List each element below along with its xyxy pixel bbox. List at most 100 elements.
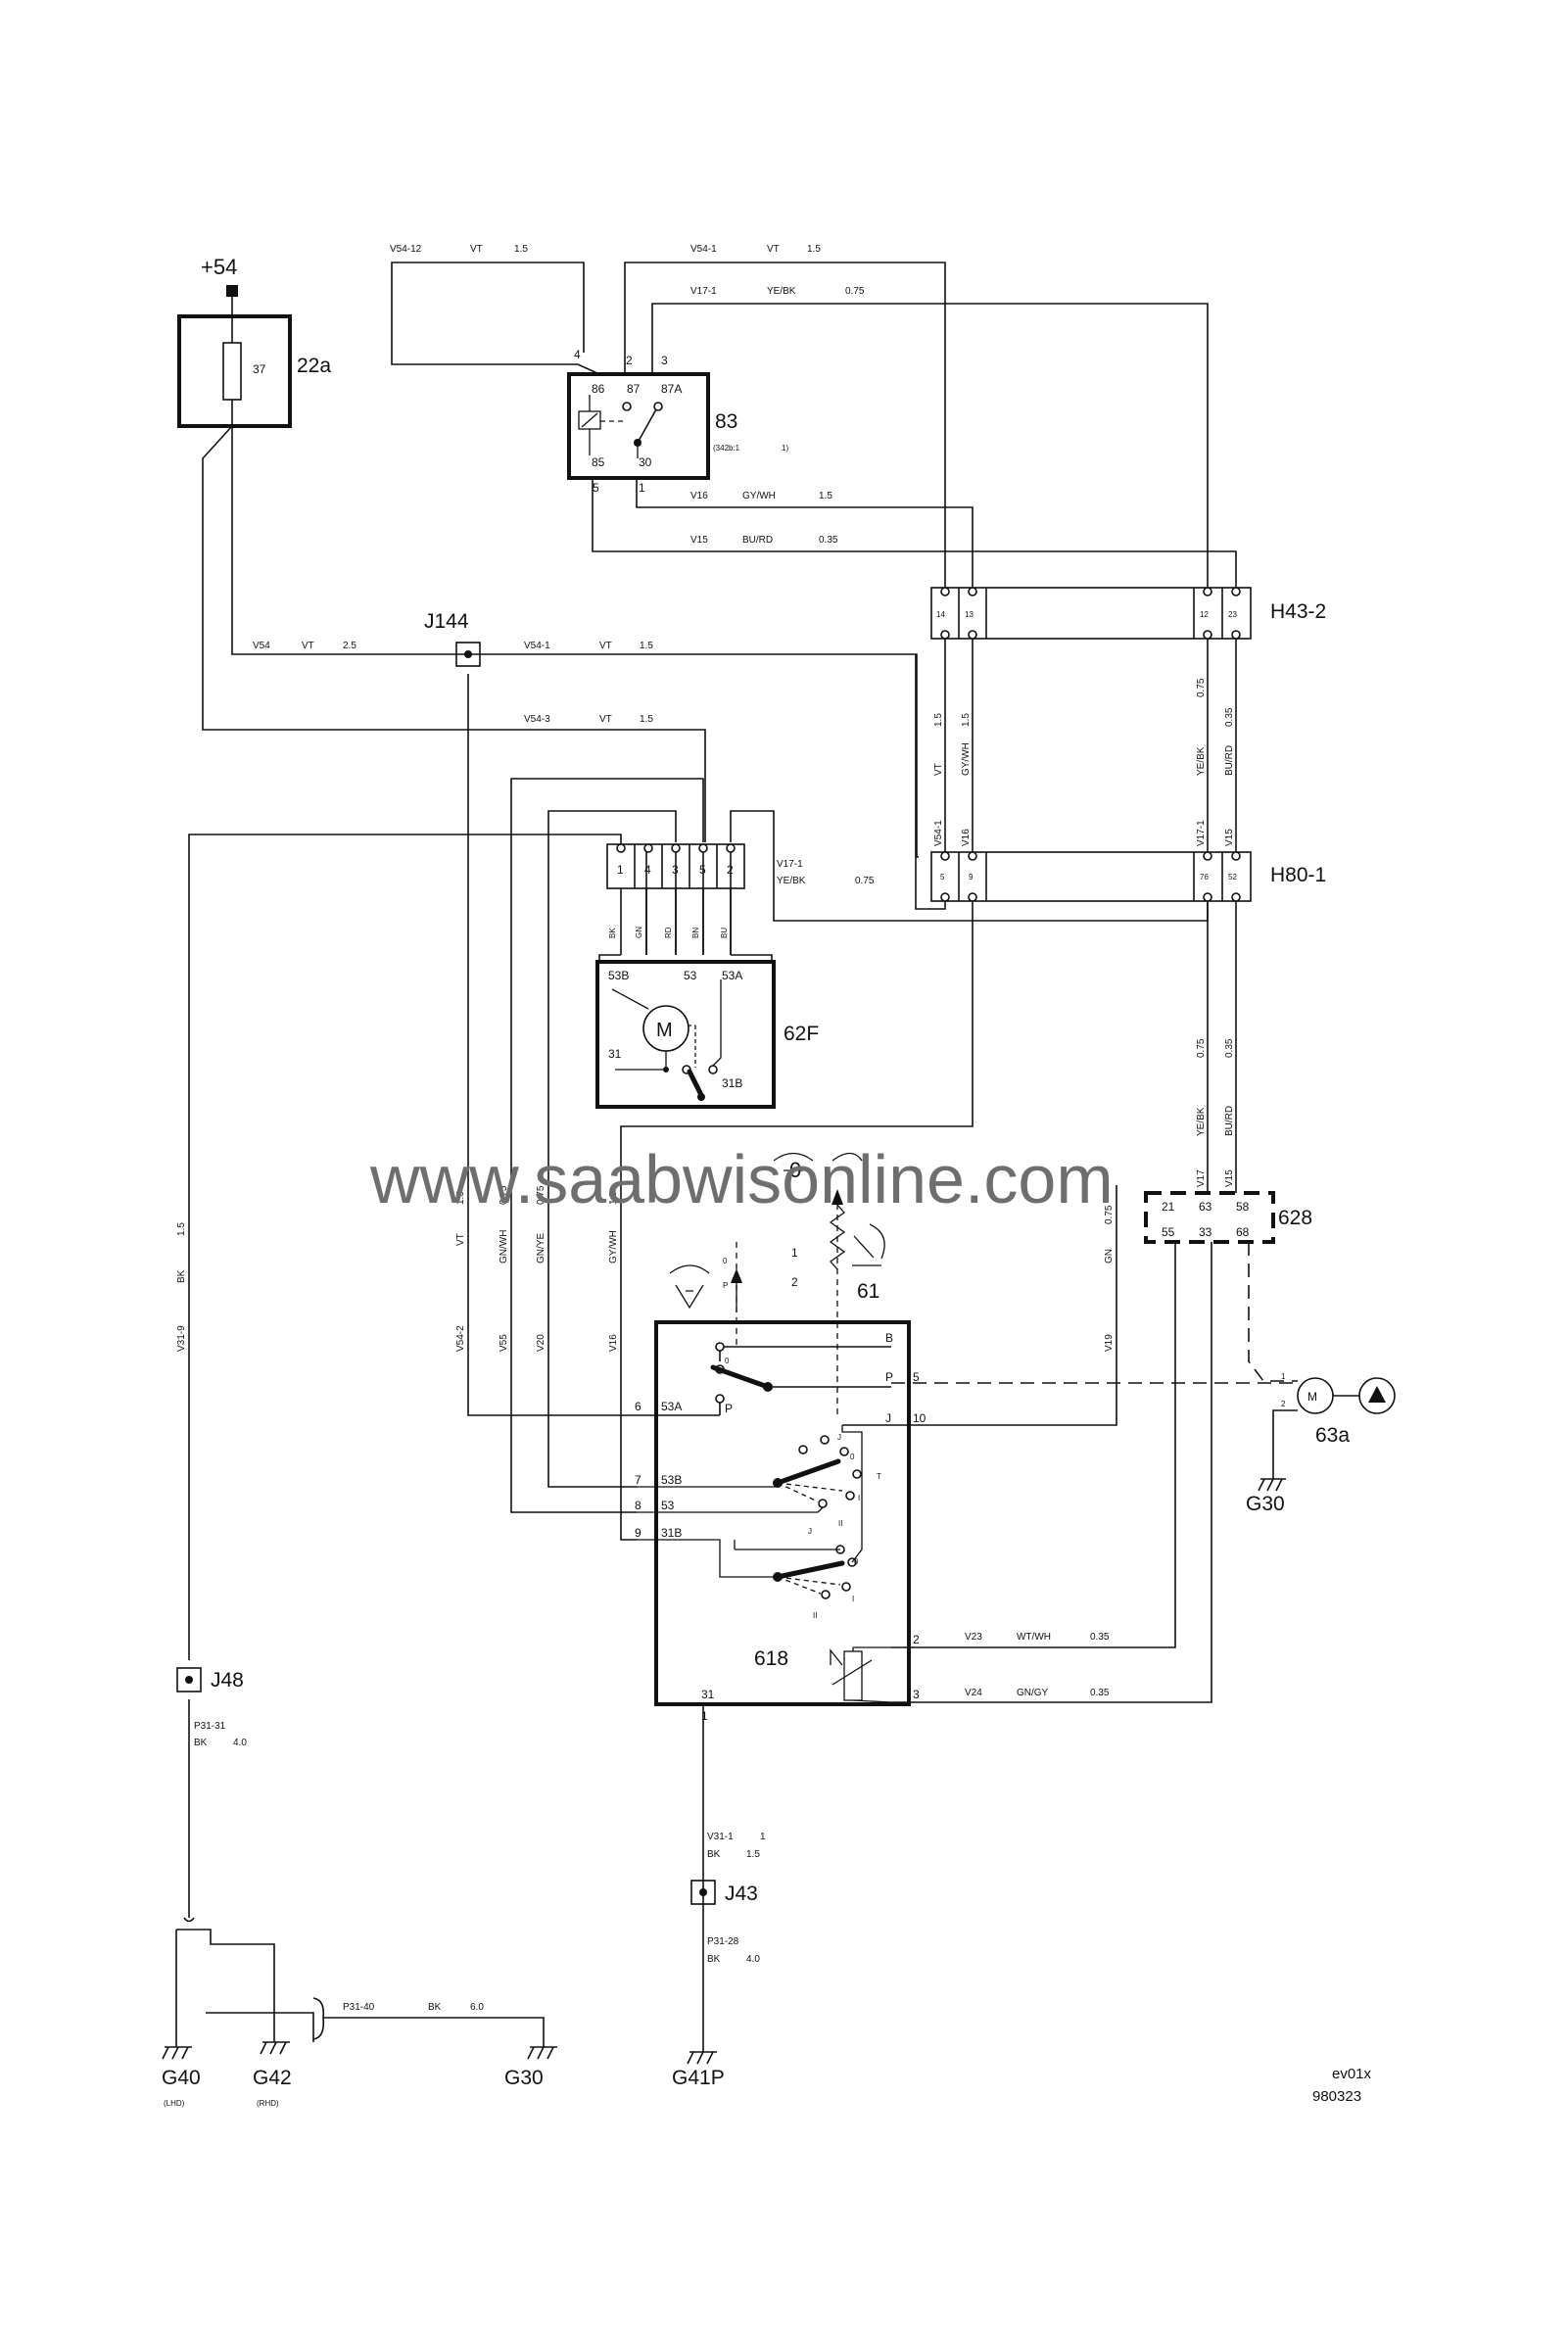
h80-outline <box>930 851 1252 902</box>
h43-outline <box>930 587 1252 640</box>
lbl-v31-1-extra: 1 <box>760 1832 766 1842</box>
j48-ref: J48 <box>211 1669 244 1692</box>
g30-pump-label: G30 <box>1246 1493 1285 1515</box>
h80-pin-52: 52 <box>1228 873 1237 882</box>
h43-h80-labels: VT 1.5 GY/WH 1.5 YE/BK 0.75 BU/RD 0.35 V… <box>933 678 1235 1187</box>
sw-pin-3: 3 <box>913 1688 920 1701</box>
pump-pin-2: 2 <box>1281 1400 1286 1408</box>
h43-wire-burd: BU/RD <box>1224 745 1235 776</box>
motor-letter: M <box>656 1020 673 1041</box>
lbl-v17-1a-size: 0.75 <box>845 286 865 297</box>
motor-conn-pin-2: 2 <box>727 863 734 877</box>
ground-g42: G42 (RHD) <box>253 2041 292 2108</box>
j43-ref: J43 <box>725 1883 758 1905</box>
lbl-v54-12-size: 1.5 <box>514 244 528 255</box>
wire-v24 <box>891 1242 1212 1703</box>
connector-h43-2: 14 13 12 23 H43-2 <box>930 587 1326 640</box>
sw1-id: V54-2 <box>455 1325 466 1352</box>
lbl-v17-1b-color: YE/BK <box>777 876 806 886</box>
lbl-v54-3-color: VT <box>599 714 612 725</box>
sw-pin-53: 53 <box>661 1499 675 1512</box>
lbl-v24-color: GN/GY <box>1017 1688 1049 1698</box>
wire-v54-12 <box>391 262 600 375</box>
lbl-v54-id: V54 <box>253 641 270 651</box>
lbl-v24-id: V24 <box>965 1688 982 1698</box>
pump-ref: 63a <box>1315 1424 1350 1447</box>
sw4-id: V16 <box>608 1334 619 1352</box>
sw3-id: V20 <box>536 1334 546 1352</box>
lbl-p31-31-id: P31-31 <box>194 1721 226 1732</box>
lbl-v54-1b-color: VT <box>599 641 612 651</box>
lbl-p31-40-size: 6.0 <box>470 2002 484 2013</box>
cu-ref: 628 <box>1278 1207 1312 1229</box>
h43-wire-burd-size: 0.35 <box>1224 707 1235 727</box>
lbl-v31-1-size: 1.5 <box>746 1849 760 1860</box>
lbl-p31-40-color: BK <box>428 2002 442 2013</box>
relay-term-5: 5 <box>593 481 599 495</box>
cu-pin-33: 33 <box>1199 1225 1212 1239</box>
h80-v15: V15 <box>1224 829 1235 846</box>
lbl-v54-size: 2.5 <box>343 641 356 651</box>
relay-note-a: (342b:1 <box>713 444 740 453</box>
lbl-v54-3-size: 1.5 <box>640 714 653 725</box>
lbl-v54-1a-color: VT <box>767 244 780 255</box>
fuse-box-22a: +54 37 22a <box>177 255 331 428</box>
wire-ground-bridge <box>175 1917 545 2047</box>
wire-v54-1-top <box>624 262 946 588</box>
sw-up-i: I <box>858 1494 860 1502</box>
sw2-color: GN/WH <box>499 1230 509 1263</box>
motor-pin-53: 53 <box>684 969 697 982</box>
g41p-label: G41P <box>672 2067 725 2089</box>
sw4-size: 1.5 <box>608 1191 619 1205</box>
wire-v31-9 <box>188 834 622 1660</box>
sw1-size: 1.5 <box>455 1191 466 1205</box>
cu-pin-55: 55 <box>1162 1225 1175 1239</box>
j144-ref: J144 <box>424 610 469 633</box>
motor-conn-pin-4: 4 <box>644 863 651 877</box>
switch-wire-labels: VT 1.5 V54-2 GN/WH 0.75 V55 GN/YE 0.75 V… <box>176 1185 1115 1352</box>
wiper-icon-top <box>773 1152 863 1171</box>
fuse-symbol <box>222 342 242 401</box>
relay-term-2: 2 <box>626 354 633 367</box>
sw-pin-8: 8 <box>635 1499 641 1512</box>
sw-pin-31b: 31B <box>661 1526 682 1540</box>
h80-v54-1: V54-1 <box>933 820 944 846</box>
relay-pin-85: 85 <box>592 455 605 469</box>
splice-j144: J144 <box>424 610 481 667</box>
fuse-box-ref: 22a <box>297 355 331 377</box>
wire-h80-5 <box>915 654 946 910</box>
cu-wire-v17: V17 <box>1196 1169 1207 1187</box>
cu-pin-63: 63 <box>1199 1200 1212 1214</box>
fuse-number: 37 <box>253 362 266 376</box>
g42-label: G42 <box>253 2067 292 2089</box>
connector-h80-1: 5 9 76 52 H80-1 <box>930 851 1326 902</box>
sw-pin-31: 31 <box>701 1688 715 1701</box>
wires <box>175 262 1298 2052</box>
motor-wire-bu: BU <box>720 928 729 938</box>
doc-date: 980323 <box>1312 2088 1361 2105</box>
cu-pin-68: 68 <box>1236 1225 1250 1239</box>
lbl-v54-3-id: V54-3 <box>524 714 550 725</box>
wire-labels: V54-12 VT 1.5 V54-1 VT 1.5 V17-1 YE/BK 0… <box>194 244 1110 2013</box>
motor-conn-pin-3: 3 <box>672 863 679 877</box>
sw-pin-9: 9 <box>635 1526 641 1540</box>
left-bk-color: BK <box>176 1269 187 1283</box>
sw-wash-p: P <box>723 1281 728 1290</box>
wire-v15 <box>592 478 1237 588</box>
j48-box <box>176 1667 202 1692</box>
relay-term-3: 3 <box>661 354 668 367</box>
switch-legend-0: 0 <box>789 1158 801 1182</box>
lbl-p31-31-color: BK <box>194 1738 208 1748</box>
motor-pin-31b: 31B <box>722 1076 742 1090</box>
sw-up-0: 0 <box>850 1453 855 1461</box>
lbl-p31-28-size: 4.0 <box>746 1954 760 1965</box>
cu-wire-yebk-size: 0.75 <box>1196 1038 1207 1058</box>
j144-box <box>455 642 481 667</box>
h43-wire-gywh: GY/WH <box>961 742 972 776</box>
sw-label-j: J <box>885 1411 891 1425</box>
switch-outline <box>654 1320 911 1706</box>
sw-low-ii: II <box>813 1611 817 1620</box>
switch-ref: 618 <box>754 1647 788 1670</box>
motor-ref: 62F <box>784 1023 819 1045</box>
cu-outline <box>1144 1191 1275 1244</box>
